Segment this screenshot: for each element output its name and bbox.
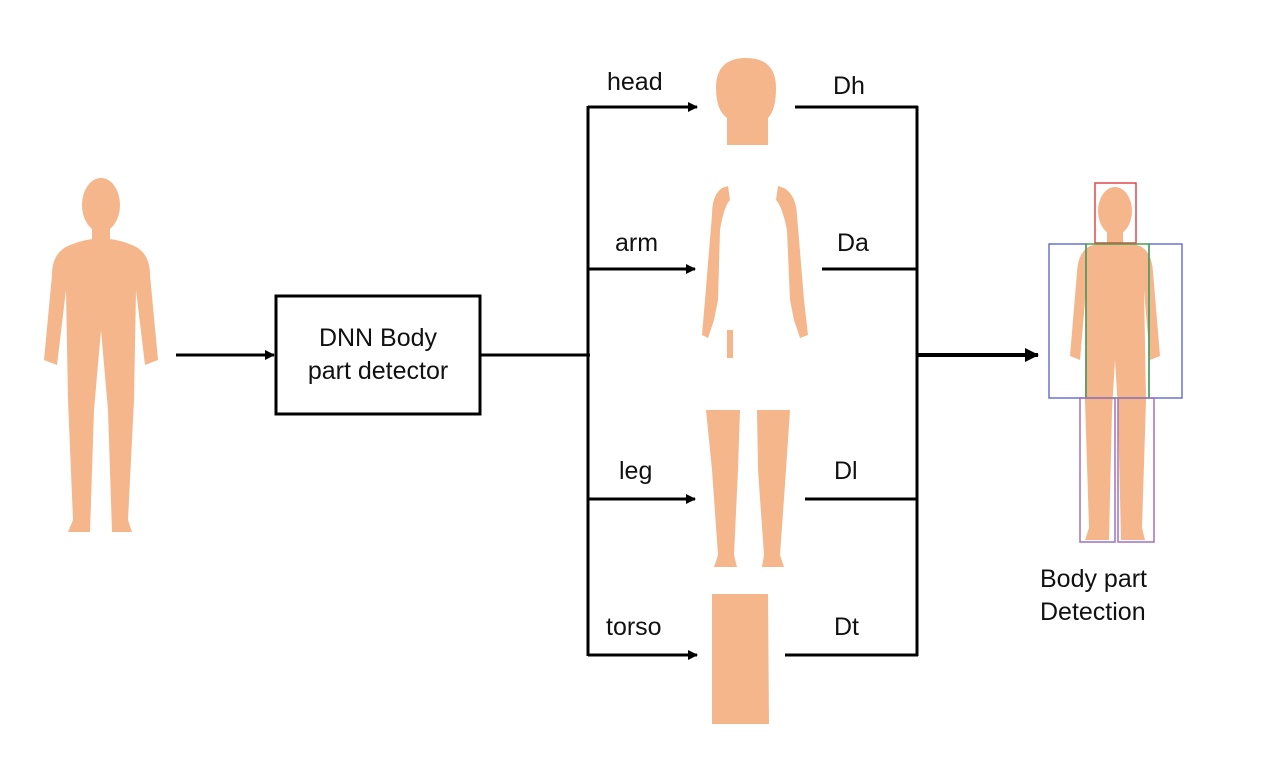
output-label-torso: Dt (834, 613, 859, 641)
result-label: Body part Detection (1040, 563, 1190, 629)
head-part-image (716, 58, 776, 145)
arm-part-image (702, 186, 808, 358)
leg-part-image (706, 410, 790, 567)
input-person-figure (44, 178, 158, 532)
branch-label-torso: torso (606, 613, 662, 641)
torso-part-image (712, 594, 769, 724)
result-label-line1: Body part (1040, 565, 1148, 593)
leg-bounding-box-right (1117, 397, 1155, 543)
output-label-leg: Dl (834, 457, 858, 485)
branch-label-arm: arm (615, 229, 659, 257)
output-label-head: Dh (833, 72, 865, 100)
result-label-line2: Detection (1040, 598, 1146, 626)
head-bounding-box (1094, 182, 1137, 244)
result-person-figure (1070, 187, 1160, 540)
branch-label-leg: leg (619, 457, 653, 485)
detector-label-line1: DNN Body (318, 324, 438, 352)
leg-bounding-box-left (1079, 397, 1116, 543)
detector-label: DNN Body part detector (276, 296, 480, 414)
detector-box (274, 294, 482, 416)
branch-label-head: head (607, 68, 663, 96)
output-label-arm: Da (837, 229, 869, 257)
detector-label-line2: part detector (307, 357, 449, 385)
